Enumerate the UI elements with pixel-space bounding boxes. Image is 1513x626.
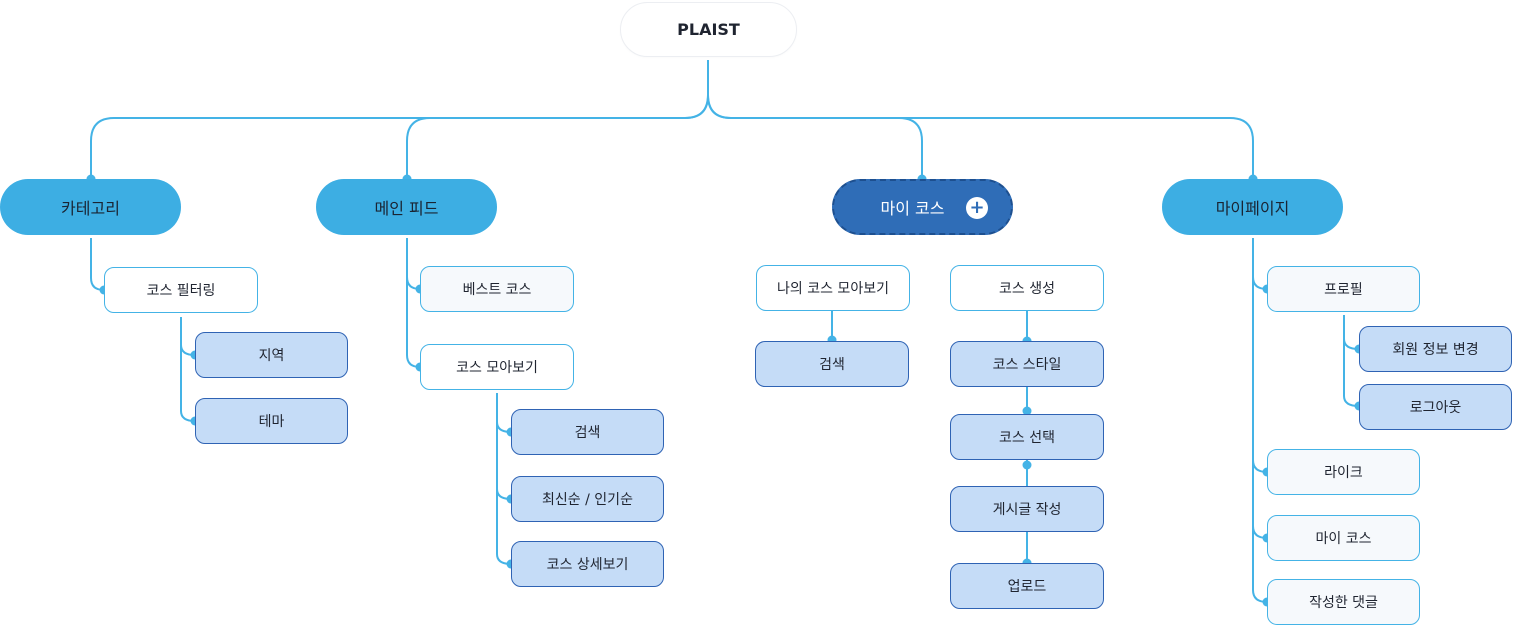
branch-category[interactable]: 카테고리 bbox=[0, 179, 181, 235]
node-my-course[interactable]: 마이 코스 bbox=[1267, 515, 1420, 561]
leaf-sort[interactable]: 최신순 / 인기순 bbox=[511, 476, 664, 522]
branch-main-feed[interactable]: 메인 피드 bbox=[316, 179, 497, 235]
connector-profile-edit bbox=[1343, 315, 1360, 350]
node-label: 코스 선택 bbox=[999, 430, 1055, 446]
node-label: 업로드 bbox=[1007, 579, 1047, 595]
leaf-my-search[interactable]: 검색 bbox=[755, 341, 909, 387]
leaf-write-post[interactable]: 게시글 작성 bbox=[950, 486, 1104, 532]
node-label: 회원 정보 변경 bbox=[1392, 342, 1479, 358]
node-like[interactable]: 라이크 bbox=[1267, 449, 1420, 495]
node-label: 검색 bbox=[574, 425, 601, 441]
node-label: 라이크 bbox=[1324, 465, 1363, 481]
leaf-course-style[interactable]: 코스 스타일 bbox=[950, 341, 1104, 387]
leaf-course-detail[interactable]: 코스 상세보기 bbox=[511, 541, 664, 587]
root-node[interactable]: PLAIST bbox=[620, 2, 797, 57]
node-my-comments[interactable]: 작성한 댓글 bbox=[1267, 579, 1420, 625]
node-best-course[interactable]: 베스트 코스 bbox=[420, 266, 574, 312]
node-label: 테마 bbox=[258, 414, 285, 430]
node-my-course-browse[interactable]: 나의 코스 모아보기 bbox=[756, 265, 910, 311]
node-label: 코스 상세보기 bbox=[546, 557, 629, 573]
leaf-edit-member-info[interactable]: 회원 정보 변경 bbox=[1359, 326, 1512, 372]
branch-mypage-label: 마이페이지 bbox=[1215, 199, 1290, 218]
node-course-browse[interactable]: 코스 모아보기 bbox=[420, 344, 574, 390]
connector-category-filter bbox=[90, 238, 105, 291]
node-course-create[interactable]: 코스 생성 bbox=[950, 265, 1104, 311]
leaf-course-select[interactable]: 코스 선택 bbox=[950, 414, 1104, 460]
node-profile[interactable]: 프로필 bbox=[1267, 266, 1420, 312]
connector-mypage-profile bbox=[1252, 238, 1268, 290]
node-label: 작성한 댓글 bbox=[1309, 595, 1378, 611]
branch-category-label: 카테고리 bbox=[61, 199, 120, 218]
node-label: 코스 스타일 bbox=[992, 357, 1062, 373]
root-label: PLAIST bbox=[677, 20, 740, 39]
node-label: 검색 bbox=[819, 357, 845, 373]
node-label: 프로필 bbox=[1324, 282, 1363, 298]
connector-dot bbox=[1022, 460, 1032, 470]
node-label: 코스 생성 bbox=[999, 281, 1055, 297]
connector-dot bbox=[1022, 406, 1032, 416]
node-label: 코스 모아보기 bbox=[456, 360, 538, 376]
leaf-theme[interactable]: 테마 bbox=[195, 398, 348, 444]
node-label: 마이 코스 bbox=[1315, 531, 1372, 547]
leaf-region[interactable]: 지역 bbox=[195, 332, 348, 378]
connector-root-mypage bbox=[707, 94, 1254, 179]
connector-feed-best bbox=[406, 238, 421, 290]
node-course-filtering[interactable]: 코스 필터링 bbox=[104, 267, 258, 313]
branch-main-feed-label: 메인 피드 bbox=[374, 199, 439, 218]
leaf-logout[interactable]: 로그아웃 bbox=[1359, 384, 1512, 430]
connector-root-my-course bbox=[707, 94, 923, 179]
connector-root-category bbox=[90, 60, 709, 179]
node-label: 로그아웃 bbox=[1409, 400, 1462, 416]
node-label: 코스 필터링 bbox=[146, 283, 216, 299]
branch-my-course[interactable]: 마이 코스 + bbox=[832, 179, 1013, 235]
node-label: 나의 코스 모아보기 bbox=[777, 281, 889, 297]
node-label: 최신순 / 인기순 bbox=[542, 492, 633, 508]
branch-my-course-label: 마이 코스 bbox=[880, 199, 945, 218]
leaf-search[interactable]: 검색 bbox=[511, 409, 664, 455]
branch-mypage[interactable]: 마이페이지 bbox=[1162, 179, 1343, 235]
connector-browse-search bbox=[496, 393, 512, 433]
plus-icon[interactable]: + bbox=[966, 197, 988, 219]
node-label: 지역 bbox=[258, 348, 285, 364]
connector-root-main-feed bbox=[406, 94, 709, 179]
node-label: 베스트 코스 bbox=[462, 282, 532, 298]
connector-mypage-like bbox=[1252, 277, 1268, 473]
connector-filter-region bbox=[180, 317, 196, 356]
leaf-upload[interactable]: 업로드 bbox=[950, 563, 1104, 609]
node-label: 게시글 작성 bbox=[992, 502, 1062, 518]
